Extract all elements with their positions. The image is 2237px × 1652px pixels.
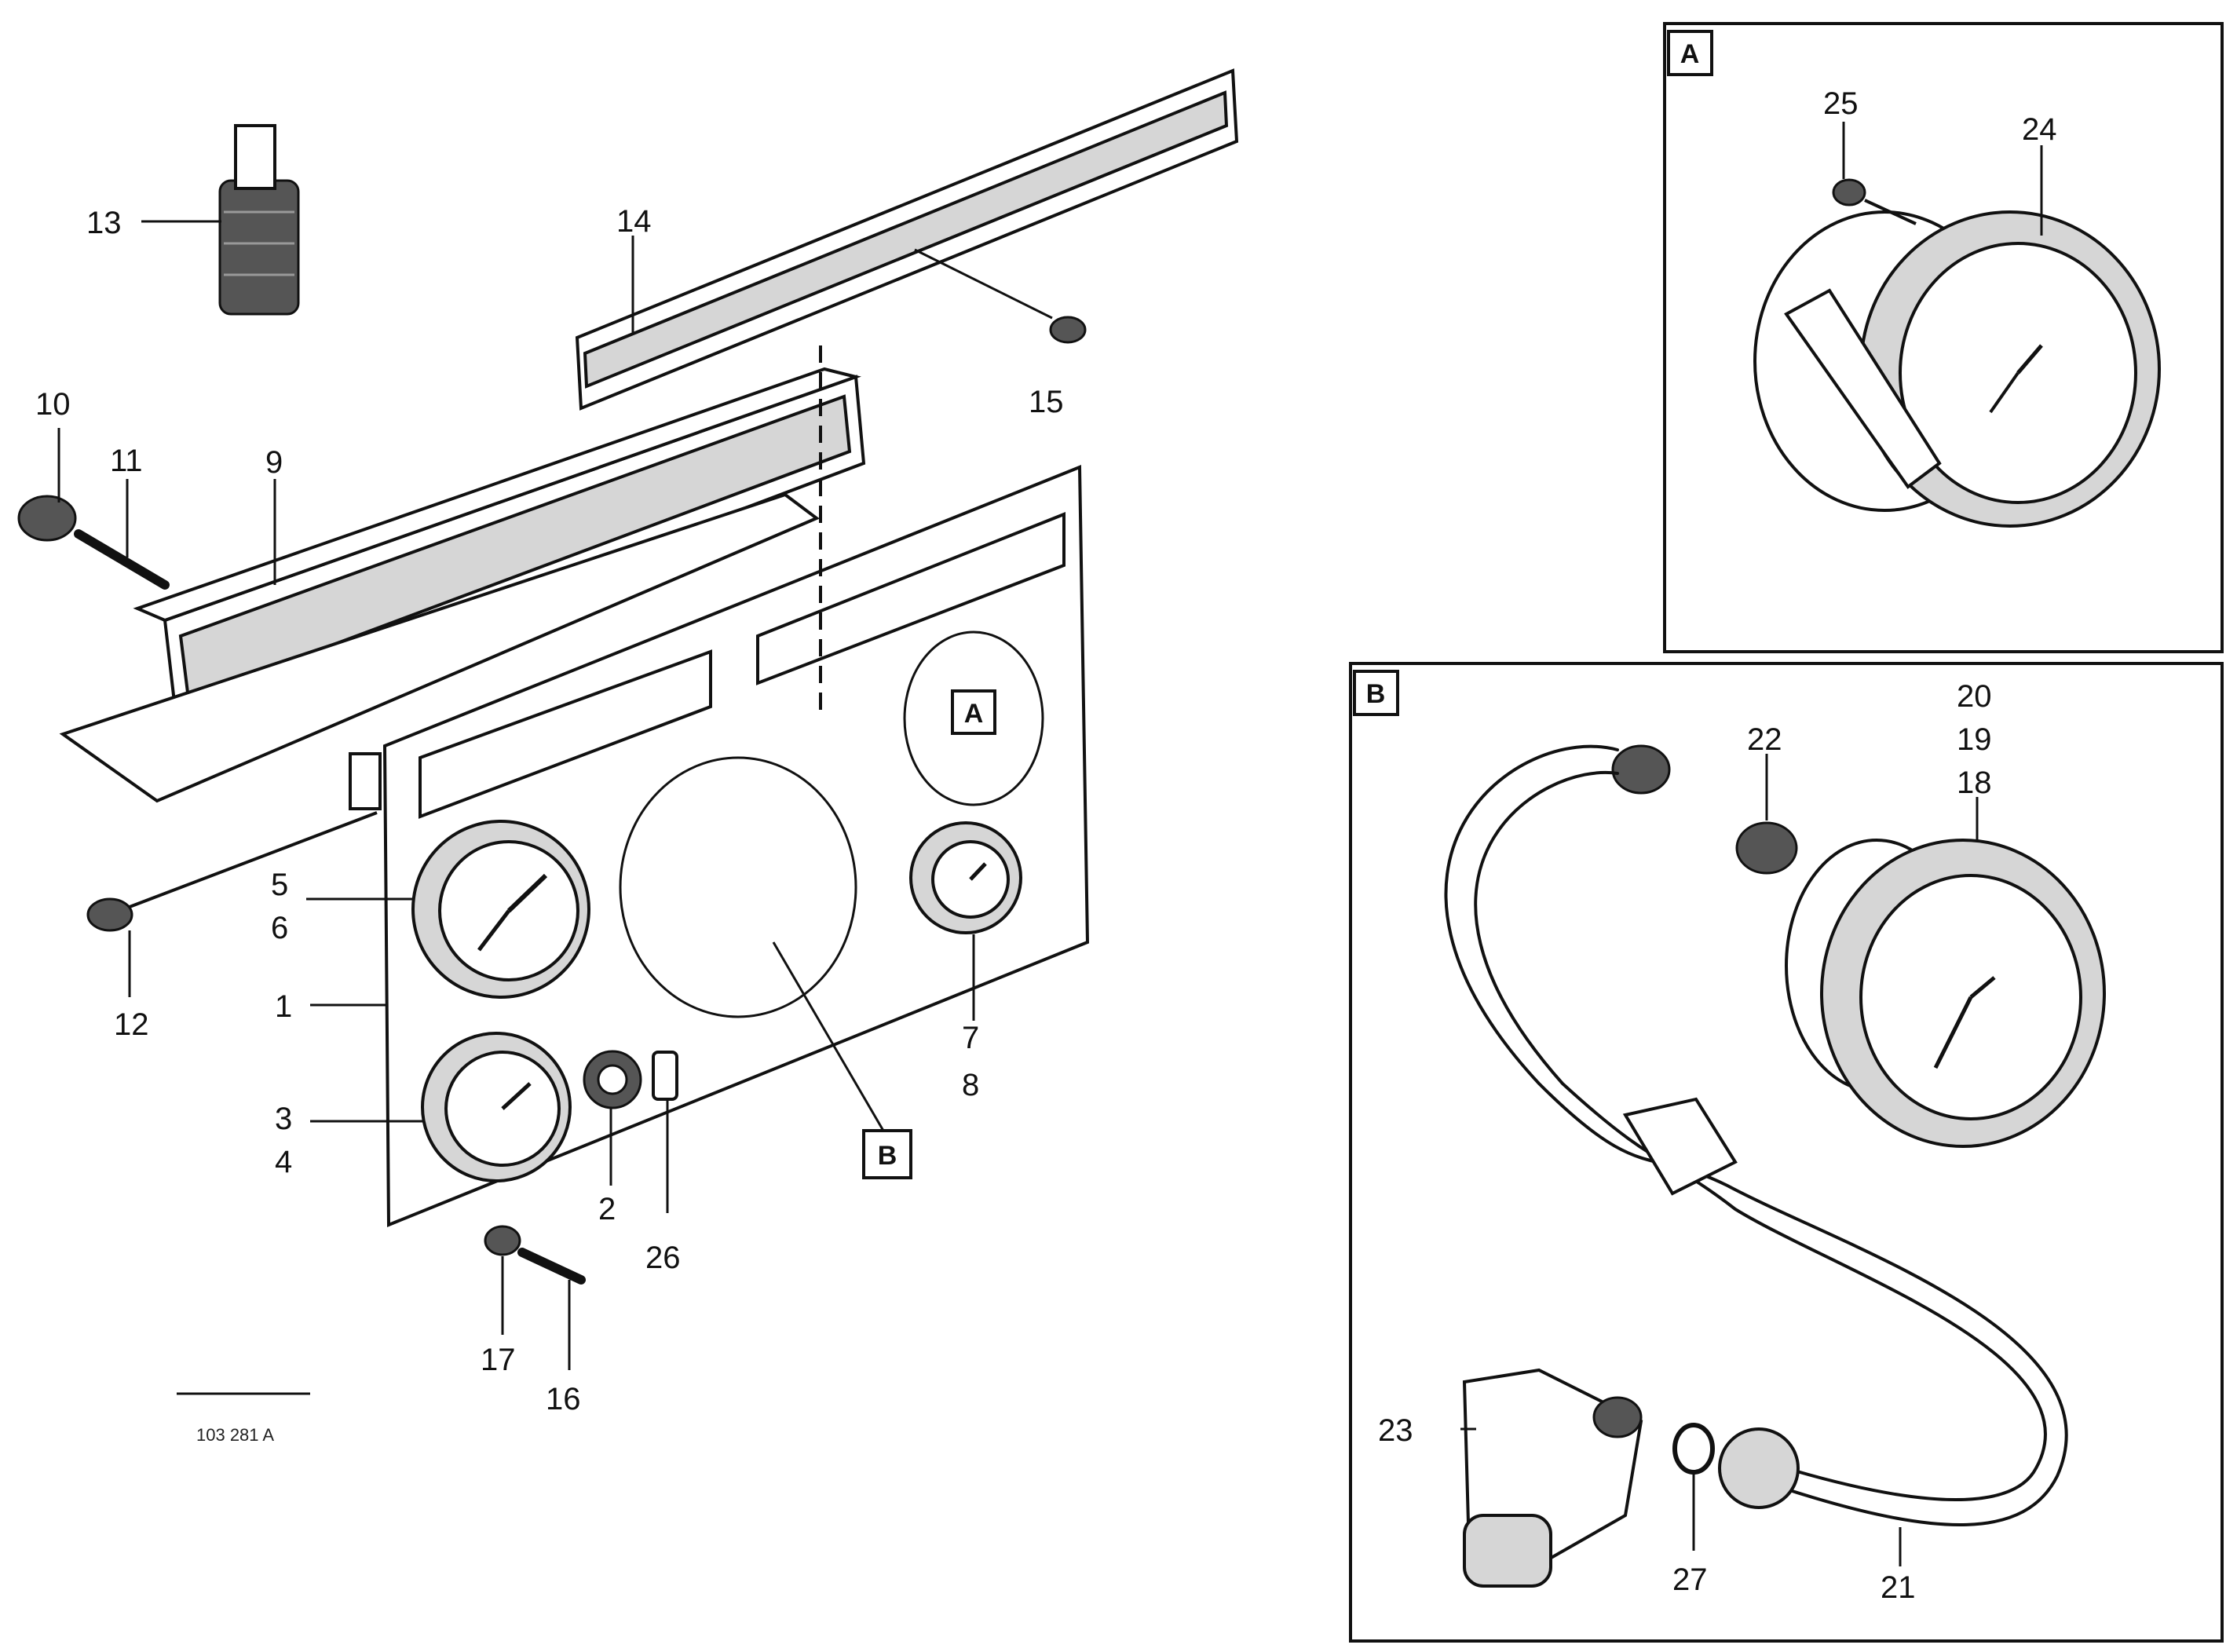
label-3: 3: [275, 1102, 292, 1136]
label-15: 15: [1029, 385, 1064, 419]
part-15-screw: [914, 248, 1087, 344]
label-4: 4: [275, 1145, 292, 1179]
mounting-bracket: [59, 492, 820, 803]
label-11: 11: [110, 444, 143, 478]
ref-b-box: [862, 1129, 912, 1179]
part-26-bracket: [652, 1051, 678, 1101]
speedometer-cutout: [619, 756, 885, 1131]
part-18-speedometer: [1785, 839, 2106, 1148]
part-14-fuse-strip: [575, 68, 1239, 411]
label-12: 12: [114, 1007, 149, 1042]
part-16-screw: [517, 1248, 586, 1285]
label-19: 19: [1957, 722, 1992, 757]
part-3-gauge: [421, 1032, 572, 1182]
label-20: 20: [1957, 679, 1992, 714]
label-24: 24: [2022, 112, 2057, 147]
label-13: 13: [86, 206, 122, 240]
part-22-adapter: [1611, 744, 1798, 875]
label-6: 6: [271, 911, 288, 945]
part-5-gauge: [411, 820, 590, 999]
part-9-switch-bar: [133, 367, 866, 725]
label-2: 2: [598, 1192, 616, 1226]
label-1: 1: [275, 989, 292, 1024]
ref-a-marker: A: [964, 699, 984, 729]
detail-b-label: B: [1366, 679, 1386, 709]
label-5: 5: [271, 868, 288, 902]
part-10-switch-knob: [17, 495, 77, 542]
drawing-code: 103 281 A: [196, 1425, 274, 1445]
part-17-washer: [484, 1225, 521, 1256]
part-2-indicator-lamp: [583, 1050, 642, 1109]
part-1-instrument-panel: [382, 465, 1090, 1227]
label-18: 18: [1957, 766, 1992, 800]
label-9: 9: [265, 445, 283, 480]
label-10: 10: [35, 387, 71, 422]
gauge-mounting-bracket: [1784, 288, 1942, 489]
label-22: 22: [1747, 722, 1782, 757]
label-8: 8: [962, 1068, 979, 1102]
part-23-sender: [1462, 1368, 1643, 1588]
part-13-relay: [218, 124, 300, 316]
label-23: 23: [1378, 1413, 1413, 1448]
part-12-screw: [86, 752, 382, 932]
label-21: 21: [1881, 1570, 1916, 1605]
gauge-cutout-a: [903, 630, 1044, 806]
label-7: 7: [962, 1021, 979, 1055]
label-25: 25: [1823, 86, 1859, 121]
part-7-gauge: [909, 821, 1022, 934]
part-24-gauge: [1753, 210, 2161, 528]
part-11-pin: [74, 529, 170, 590]
label-26: 26: [645, 1241, 681, 1275]
part-21-drive-cable: [1444, 744, 2068, 1527]
label-14: 14: [616, 204, 652, 239]
label-27: 27: [1672, 1562, 1708, 1597]
label-17: 17: [481, 1343, 516, 1377]
part-25-bulb: [1832, 178, 1917, 225]
label-16: 16: [546, 1382, 581, 1416]
ref-b-marker: B: [878, 1141, 897, 1171]
detail-a-label: A: [1680, 39, 1700, 69]
